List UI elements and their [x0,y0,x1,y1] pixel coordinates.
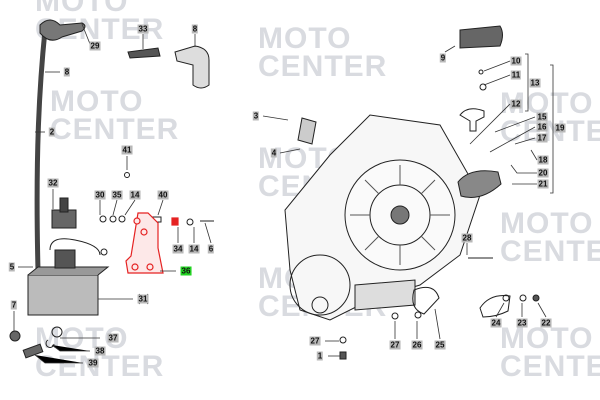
callout-41: 41 [121,145,133,155]
plug-cap-8 [174,45,210,89]
callout-27: 27 [309,336,321,346]
ht-lead [34,29,48,271]
callout-34: 34 [172,244,184,254]
callout-28: 28 [461,233,473,243]
watermark: MOTO CENTER [500,207,600,268]
callout-27: 27 [389,340,401,350]
callout-2: 2 [48,127,56,137]
callout-35: 35 [111,190,123,200]
callout-19: 19 [554,123,566,133]
callout-8: 8 [63,67,71,77]
callout-20: 20 [537,168,549,178]
callout-3: 3 [252,111,260,121]
callout-16: 16 [536,122,548,132]
callout-14: 14 [188,244,200,254]
callout-37: 37 [107,333,119,343]
watermark: MOTO CENTER [258,22,388,83]
callout-7: 7 [10,300,18,310]
callout-8: 8 [191,24,199,34]
watermark: MOTO CENTER [500,322,600,383]
callout-29: 29 [89,41,101,51]
callout-31: 31 [137,294,149,304]
callout-6: 6 [207,244,215,254]
callout-15: 15 [536,112,548,122]
plug-cap-33 [127,47,161,59]
callout-10: 10 [510,56,522,66]
cap-29 [39,19,86,41]
part-9 [459,25,503,49]
callout-38: 38 [94,346,106,356]
highlighted-bracket-36 [125,212,179,274]
callout-33: 33 [137,24,149,34]
callout-22: 22 [540,318,552,328]
callout-14: 14 [129,190,141,200]
callout-17: 17 [536,133,548,143]
callout-5: 5 [8,262,16,272]
ignition-coil [27,274,99,316]
callout-30: 30 [94,190,106,200]
watermark: MOTO CENTER [50,85,180,146]
callout-24: 24 [490,318,502,328]
callout-26: 26 [411,340,423,350]
callout-4: 4 [270,148,278,158]
callout-12: 12 [510,99,522,109]
callout-36-highlighted[interactable]: 36 [180,266,192,276]
callout-39: 39 [87,358,99,368]
callout-13: 13 [529,78,541,88]
callout-23: 23 [516,318,528,328]
callout-9: 9 [439,53,447,63]
callout-32: 32 [47,178,59,188]
callout-1: 1 [316,351,324,361]
callout-40: 40 [157,190,169,200]
callout-18: 18 [537,155,549,165]
callout-25: 25 [434,340,446,350]
callout-11: 11 [510,70,522,80]
part-32 [51,209,77,229]
callout-21: 21 [537,179,549,189]
